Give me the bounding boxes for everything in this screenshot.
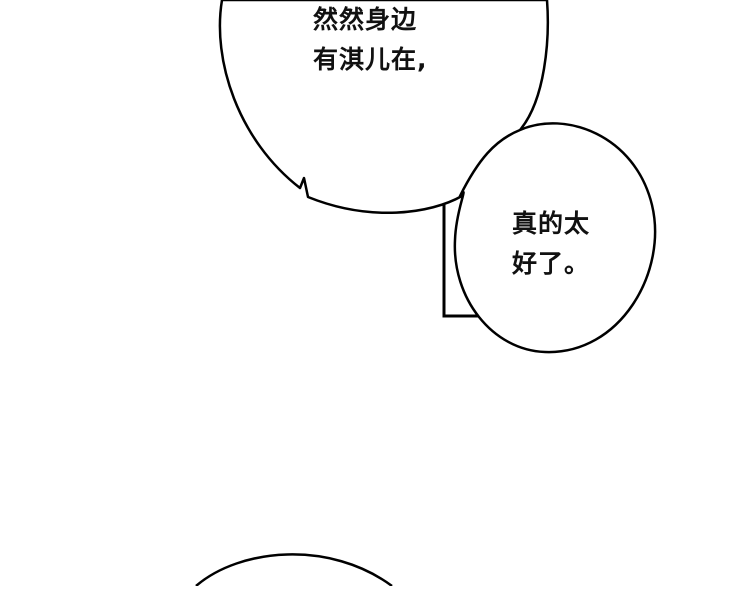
speech-bubble-bottom — [195, 553, 393, 588]
speech-line: 真的太 — [512, 209, 591, 238]
speech-line: 有淇儿在, — [313, 45, 428, 74]
speech-bubble-right — [453, 122, 657, 354]
speech-text-right: 真的太 好了。 — [512, 204, 590, 284]
speech-text-top: 然然身边 有淇儿在, — [313, 0, 428, 80]
speech-line: 好了。 — [512, 249, 591, 278]
speech-bubble-top — [218, 0, 550, 215]
speech-line: 然然身边 — [313, 5, 418, 34]
